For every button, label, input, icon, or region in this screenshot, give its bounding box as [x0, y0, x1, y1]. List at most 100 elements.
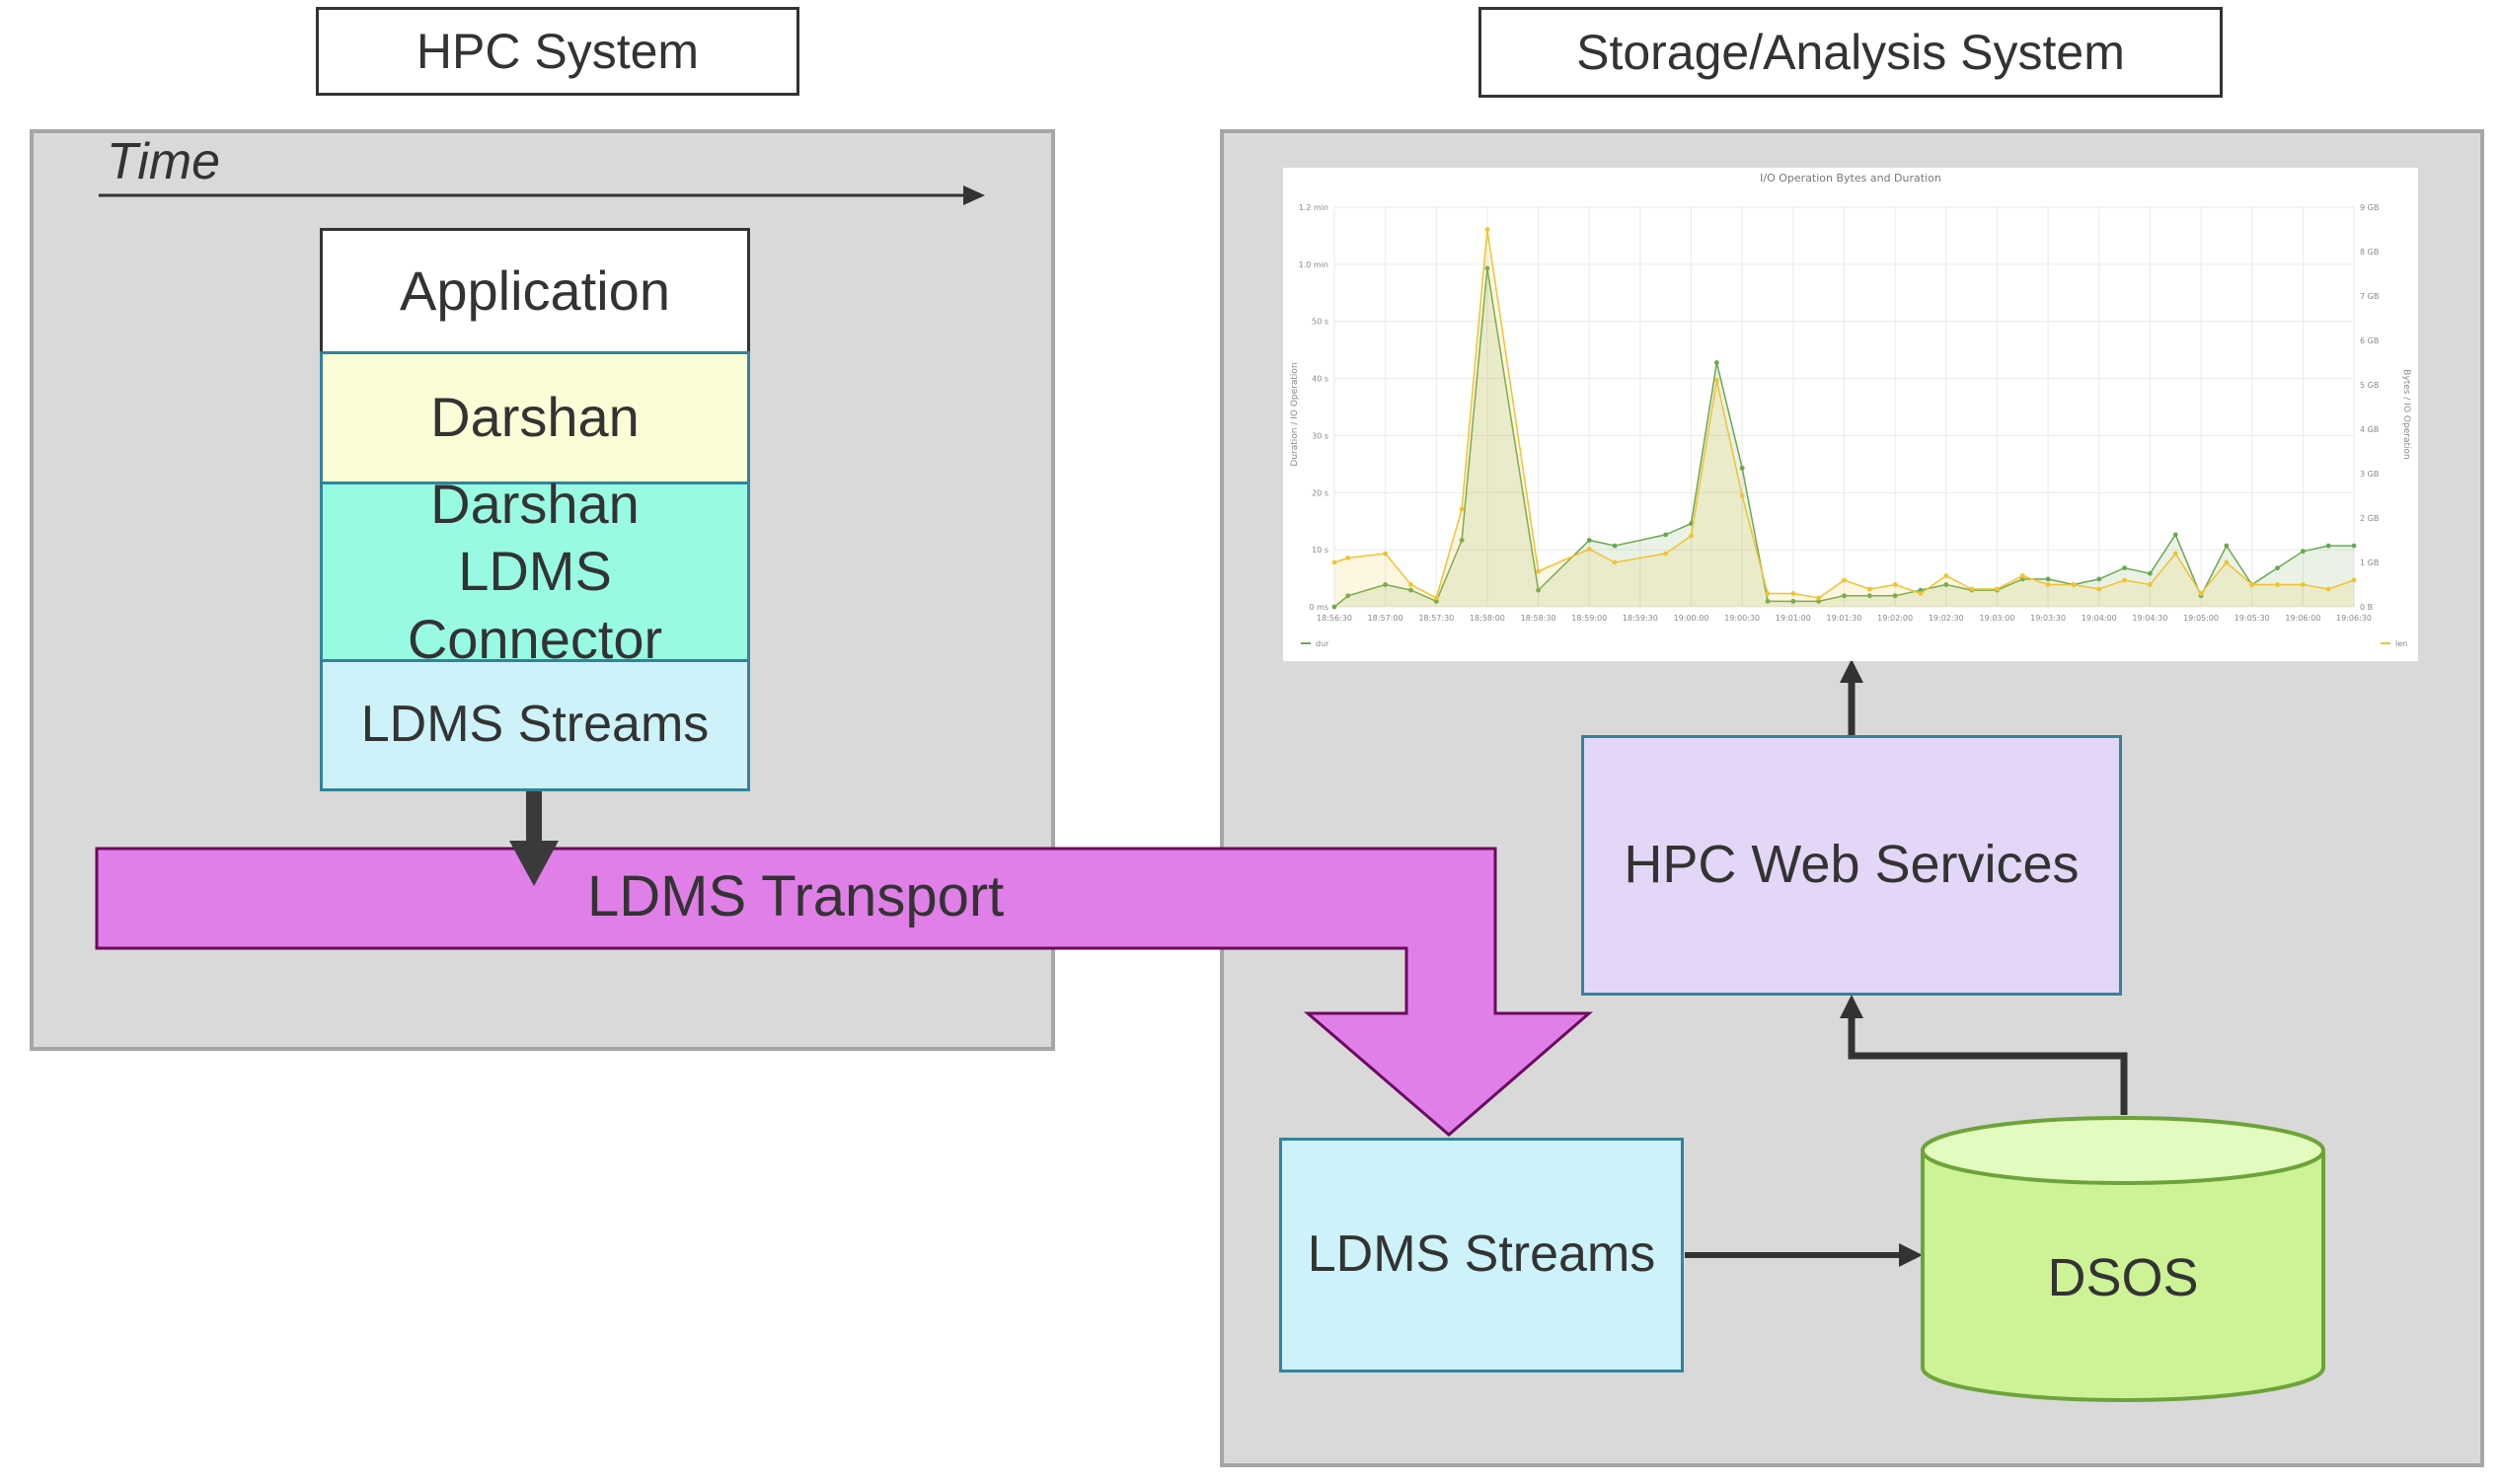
series-point-len	[1842, 577, 1847, 583]
series-point-dur	[1816, 598, 1822, 604]
darshan-ldms-connector-layer: Darshan LDMS Connector	[320, 473, 750, 670]
ldms-transport-band	[95, 847, 1594, 1137]
series-point-dur	[1536, 587, 1541, 593]
y-right-tick-label: 8 GB	[2360, 248, 2379, 257]
series-point-len	[2198, 591, 2204, 596]
x-tick-label: 19:02:00	[1877, 614, 1913, 623]
x-tick-label: 18:57:00	[1368, 614, 1403, 623]
series-point-dur	[2300, 549, 2306, 555]
series-point-len	[2045, 582, 2051, 587]
series-point-dur	[2351, 543, 2357, 549]
x-tick-label: 19:00:00	[1674, 614, 1709, 623]
series-point-len	[2096, 586, 2102, 592]
series-point-len	[2249, 582, 2255, 587]
series-point-dur	[1586, 538, 1592, 543]
series-point-dur	[1842, 593, 1847, 599]
series-point-dur	[1765, 598, 1771, 604]
y-right-tick-label: 9 GB	[2360, 203, 2379, 212]
series-point-dur	[2224, 543, 2230, 549]
x-tick-label: 19:03:00	[1979, 614, 2014, 623]
ldms-streams-storage-box: LDMS Streams	[1279, 1138, 1684, 1373]
series-point-len	[1943, 573, 1949, 578]
series-line-len	[1333, 229, 2355, 600]
series-point-len	[2275, 582, 2280, 587]
ldms-transport-label: LDMS Transport	[587, 864, 1005, 928]
series-point-len	[2019, 573, 2025, 578]
x-tick-label: 19:03:30	[2030, 614, 2066, 623]
y-right-tick-label: 1 GB	[2360, 558, 2379, 567]
time-arrow-head	[963, 186, 985, 205]
series-point-len	[1918, 591, 1924, 596]
dsos-label: DSOS	[2047, 1248, 2199, 1307]
y-right-tick-label: 2 GB	[2360, 514, 2379, 523]
hpc-system-header-label: HPC System	[416, 24, 700, 79]
series-point-len	[1345, 556, 1351, 560]
y-right-tick-label: 0 B	[2360, 603, 2373, 612]
series-point-len	[1713, 378, 1719, 383]
x-tick-label: 19:01:00	[1776, 614, 1811, 623]
series-point-dur	[1612, 543, 1618, 549]
dsos-cylinder-body	[1921, 1149, 2325, 1402]
series-point-len	[1586, 547, 1592, 552]
darshan-label: Darshan	[430, 386, 640, 449]
x-tick-label: 19:05:30	[2235, 614, 2270, 623]
series-point-len	[1995, 586, 2000, 592]
ldms-streams-hpc-label: LDMS Streams	[360, 696, 710, 754]
storage-system-header-label: Storage/Analysis System	[1576, 25, 2125, 80]
x-tick-label: 19:06:30	[2336, 614, 2372, 623]
series-point-len	[2224, 559, 2230, 565]
series-point-dur	[1383, 582, 1389, 587]
series-point-dur	[2019, 576, 2025, 582]
x-tick-label: 19:06:00	[2285, 614, 2320, 623]
darshan-layer: Darshan	[320, 351, 750, 484]
application-layer: Application	[320, 228, 750, 354]
series-point-dur	[1663, 532, 1669, 538]
series-point-dur	[2172, 532, 2178, 538]
series-point-len	[1459, 506, 1465, 512]
series-point-dur	[1943, 582, 1949, 587]
x-tick-label: 18:56:30	[1317, 614, 1352, 623]
series-point-len	[1689, 533, 1694, 539]
y-left-tick-label: 0 ms	[1309, 603, 1328, 612]
x-tick-label: 18:58:00	[1470, 614, 1505, 623]
series-point-len	[1408, 582, 1413, 587]
series-point-dur	[2045, 576, 2051, 582]
series-point-len	[2172, 551, 2178, 556]
y-right-tick-label: 7 GB	[2360, 292, 2379, 301]
series-point-len	[1765, 591, 1771, 596]
streams-to-transport-head	[509, 841, 559, 886]
chart-axis-labels: 18:56:30 18:57:00 18:57:30 18:58:00 18:58:30…	[1299, 203, 2380, 623]
series-point-len	[2300, 582, 2306, 587]
application-label: Application	[400, 259, 670, 322]
hpc-web-services-label: HPC Web Services	[1624, 835, 2080, 895]
x-tick-label: 18:59:30	[1623, 614, 1658, 623]
y-left-tick-label: 30 s	[1312, 431, 1328, 440]
series-point-dur	[1790, 598, 1796, 604]
chart-ylabel-left: Duration / IO Operation	[1290, 362, 1300, 466]
series-point-len	[1433, 595, 1439, 601]
x-tick-label: 18:58:30	[1521, 614, 1556, 623]
x-tick-label: 19:01:30	[1827, 614, 1862, 623]
series-point-dur	[2122, 565, 2127, 571]
y-left-tick-label: 10 s	[1312, 546, 1328, 555]
dsos-to-web-head	[1840, 995, 1863, 1018]
y-left-tick-label: 1.0 min	[1299, 260, 1328, 269]
y-left-tick-label: 20 s	[1312, 488, 1328, 497]
x-tick-label: 18:57:30	[1418, 614, 1454, 623]
io-chart-svg: I/O Operation Bytes and Duration Duratio…	[1290, 172, 2411, 648]
series-point-len	[2148, 582, 2153, 587]
series-point-len	[2071, 582, 2077, 587]
series-point-dur	[1739, 465, 1745, 471]
series-point-len	[2325, 586, 2331, 592]
y-right-tick-label: 3 GB	[2360, 470, 2379, 479]
x-tick-label: 19:00:30	[1724, 614, 1760, 623]
chart-title: I/O Operation Bytes and Duration	[1760, 172, 1941, 185]
series-point-dur	[1345, 593, 1351, 599]
io-operation-chart: I/O Operation Bytes and Duration Duratio…	[1283, 168, 2418, 661]
series-point-dur	[1713, 360, 1719, 365]
series-point-len	[1612, 559, 1618, 565]
series-point-len	[1536, 568, 1541, 574]
series-point-len	[1866, 586, 1872, 592]
